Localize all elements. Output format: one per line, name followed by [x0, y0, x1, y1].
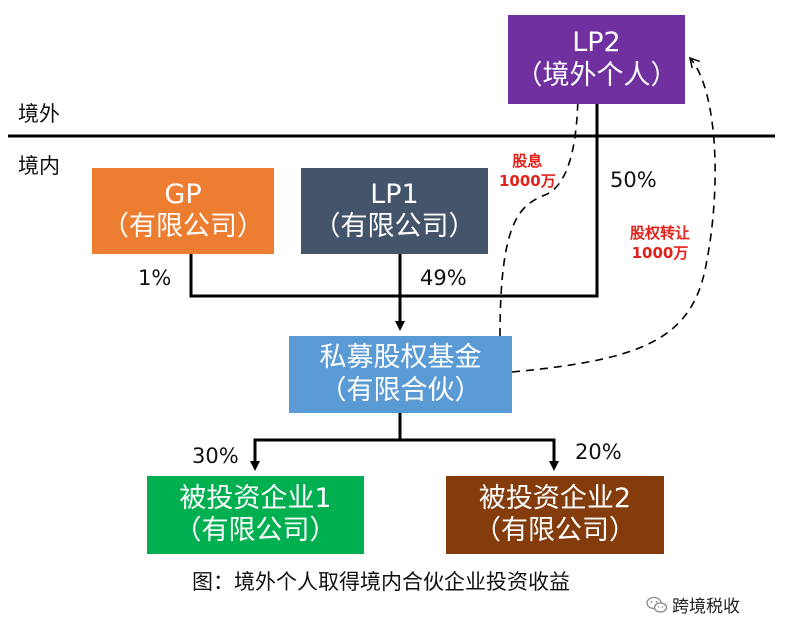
lp1-name: LP1 — [370, 178, 419, 210]
domestic-zone-label: 境内 — [18, 154, 60, 178]
dividend-flow-arrow — [499, 86, 584, 337]
gp-type: （有限公司） — [102, 211, 264, 242]
investee2-share-label: 20% — [575, 440, 622, 464]
fund-box: 私募股权基金 （有限合伙） — [289, 336, 512, 413]
lp1-share-label: 49% — [420, 266, 467, 290]
equity-transfer-amount: 1000万 — [631, 243, 689, 262]
investee2-name: 被投资企业2 — [478, 482, 632, 514]
gp-share-label: 1% — [138, 266, 172, 290]
dividend-flow-label: 股息 1000万 — [499, 152, 556, 191]
overseas-zone-label: 境外 — [18, 102, 60, 126]
lp1-box: LP1 （有限公司） — [301, 168, 488, 254]
lp2-name: LP2 — [572, 27, 621, 59]
fund-type: （有限合伙） — [319, 374, 482, 406]
dividend-amount: 1000万 — [499, 171, 556, 190]
investee1-share-label: 30% — [192, 444, 239, 468]
equity-transfer-flow-arrow — [511, 56, 716, 373]
equity-transfer-label: 股权转让 — [630, 224, 691, 242]
investee1-name: 被投资企业1 — [179, 482, 332, 514]
equity-transfer-flow-label: 股权转让 1000万 — [630, 224, 690, 263]
wechat-icon — [646, 596, 668, 613]
investee2-type: （有限公司） — [474, 515, 636, 546]
lp1-type: （有限公司） — [313, 211, 476, 242]
lp2-type: （境外个人） — [515, 59, 678, 91]
figure-caption: 图：境外个人取得境内合伙企业投资收益 — [192, 570, 570, 594]
gp-name: GP — [164, 178, 202, 210]
fund-name: 私募股权基金 — [319, 342, 482, 374]
dividend-label: 股息 — [512, 152, 543, 170]
gp-box: GP （有限公司） — [92, 168, 274, 254]
investee1-box: 被投资企业1 （有限公司） — [147, 476, 364, 554]
investee2-box: 被投资企业2 （有限公司） — [446, 476, 664, 554]
watermark: 跨境税收 — [646, 592, 740, 617]
watermark-text: 跨境税收 — [672, 597, 740, 617]
investee1-type: （有限公司） — [174, 515, 337, 546]
lp2-box: LP2 （境外个人） — [508, 15, 685, 104]
lp2-share-label: 50% — [610, 168, 657, 192]
